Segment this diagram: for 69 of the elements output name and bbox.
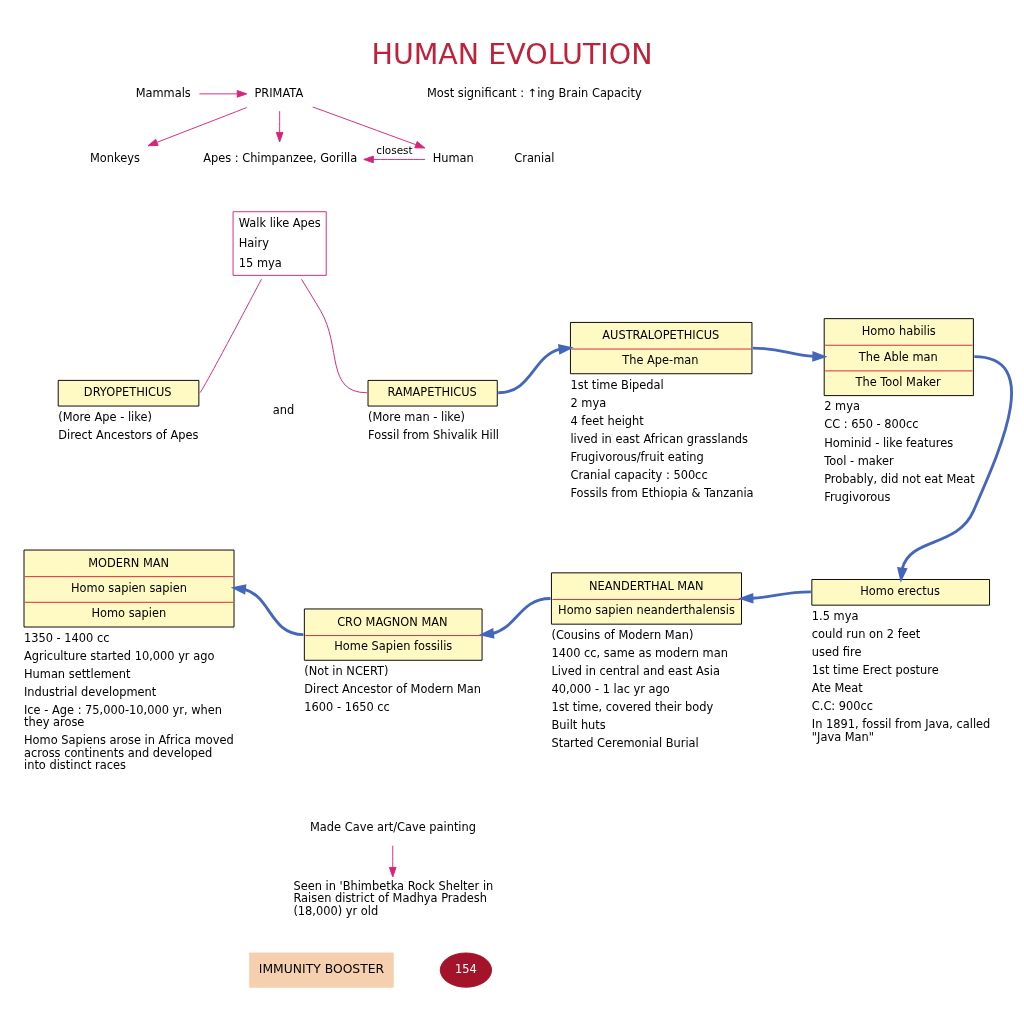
node-text: Seen in 'Bhimbetka Rock Shelter in Raisen district of Madhya Pradesh (18,000) yr old <box>293 878 494 918</box>
node-label: Ate Meat <box>811 680 863 695</box>
node-label: (Not in NCERT) <box>304 663 389 678</box>
label: and <box>272 402 295 417</box>
node-label: Started Ceremonial Burial <box>551 735 699 750</box>
arrow <box>147 106 248 146</box>
node-label: CC : 650 - 800cc <box>824 416 919 431</box>
label: Most significant : ↑ing Brain Capacity <box>426 85 642 100</box>
node-text: Made Cave art/Cave painting <box>310 819 476 834</box>
node-label: 1.5 mya <box>811 608 859 623</box>
node-label: (Cousins of Modern Man) <box>551 627 694 642</box>
label: Cranial <box>514 150 555 165</box>
arrow <box>897 354 1013 583</box>
node-label: Agriculture started 10,000 yr ago <box>24 648 215 663</box>
label: IMMUNITY BOOSTER <box>258 961 385 976</box>
node-text: Mammals <box>135 85 191 100</box>
node-label: Direct Ancestors of Apes <box>58 427 199 442</box>
label: 154 <box>455 961 477 976</box>
node-label: 4 feet height <box>570 413 644 428</box>
arrow <box>363 155 426 163</box>
node-label: C.C: 900cc <box>811 698 874 713</box>
edge-label: closest <box>376 143 413 156</box>
arrow <box>230 583 304 636</box>
arrow <box>478 596 551 639</box>
arrow <box>388 844 397 877</box>
node-text: Monkeys <box>90 150 140 165</box>
node-label: In 1891, fossil from Java, called "Java Man" <box>811 716 991 744</box>
node-label: used fire <box>811 644 862 659</box>
arrow <box>498 343 574 394</box>
diagram-title: HUMAN EVOLUTION <box>371 37 653 71</box>
node-label: Ice - Age : 75,000-10,000 yr, when they arose <box>24 702 222 729</box>
node-label: 2 mya <box>570 395 607 410</box>
node-label: 1st time, covered their body <box>551 699 714 714</box>
node-text: Apes : Chimpanzee, Gorilla <box>203 150 358 165</box>
node-label: 1600 - 1650 cc <box>304 699 390 714</box>
node-label: 1st time Bipedal <box>570 377 664 392</box>
node-label: 1st time Erect posture <box>811 662 939 677</box>
node-label: 1400 cc, same as modern man <box>551 645 728 660</box>
node-label: Tool - maker <box>824 453 894 468</box>
arrow <box>275 110 284 142</box>
arrow <box>312 105 426 148</box>
node-label: Hominid - like features <box>824 435 954 450</box>
node-label: Direct Ancestor of Modern Man <box>304 681 482 696</box>
node-label: 40,000 - 1 lac yr ago <box>551 681 670 696</box>
node-label: Lived in central and east Asia <box>551 663 720 678</box>
node-label: Fossils from Ethiopia & Tanzania <box>570 485 754 500</box>
node-label: lived in east African grasslands <box>570 431 749 446</box>
arrow <box>199 89 248 98</box>
node-label: Built huts <box>551 717 606 732</box>
node-label: 2 mya <box>824 398 860 413</box>
node-label: could run on 2 feet <box>811 626 921 641</box>
node-label: Fossil from Shivalik Hill <box>368 427 500 442</box>
node-label: Frugivorous <box>824 489 891 504</box>
node-label: Homo Sapiens arose in Africa moved across continents and developed into distinct races <box>24 732 234 772</box>
connector <box>301 278 368 393</box>
node-label: Human settlement <box>24 666 131 681</box>
node-box: Walk like Apes Hairy 15 mya <box>232 210 327 276</box>
node-text: Human <box>432 150 474 165</box>
node-label: Industrial development <box>24 684 157 699</box>
node-label: Cranial capacity : 500cc <box>570 467 708 482</box>
node-label: 1350 - 1400 cc <box>24 630 110 645</box>
node-label: Frugivorous/fruit eating <box>570 449 704 464</box>
node-text: PRIMATA <box>254 85 304 100</box>
arrow <box>752 346 828 362</box>
node-label: (More Ape - like) <box>58 409 152 424</box>
connector <box>199 278 262 393</box>
node-label: (More man - like) <box>368 409 465 424</box>
node-label: Probably, did not eat Meat <box>824 471 975 486</box>
arrow <box>738 589 811 604</box>
